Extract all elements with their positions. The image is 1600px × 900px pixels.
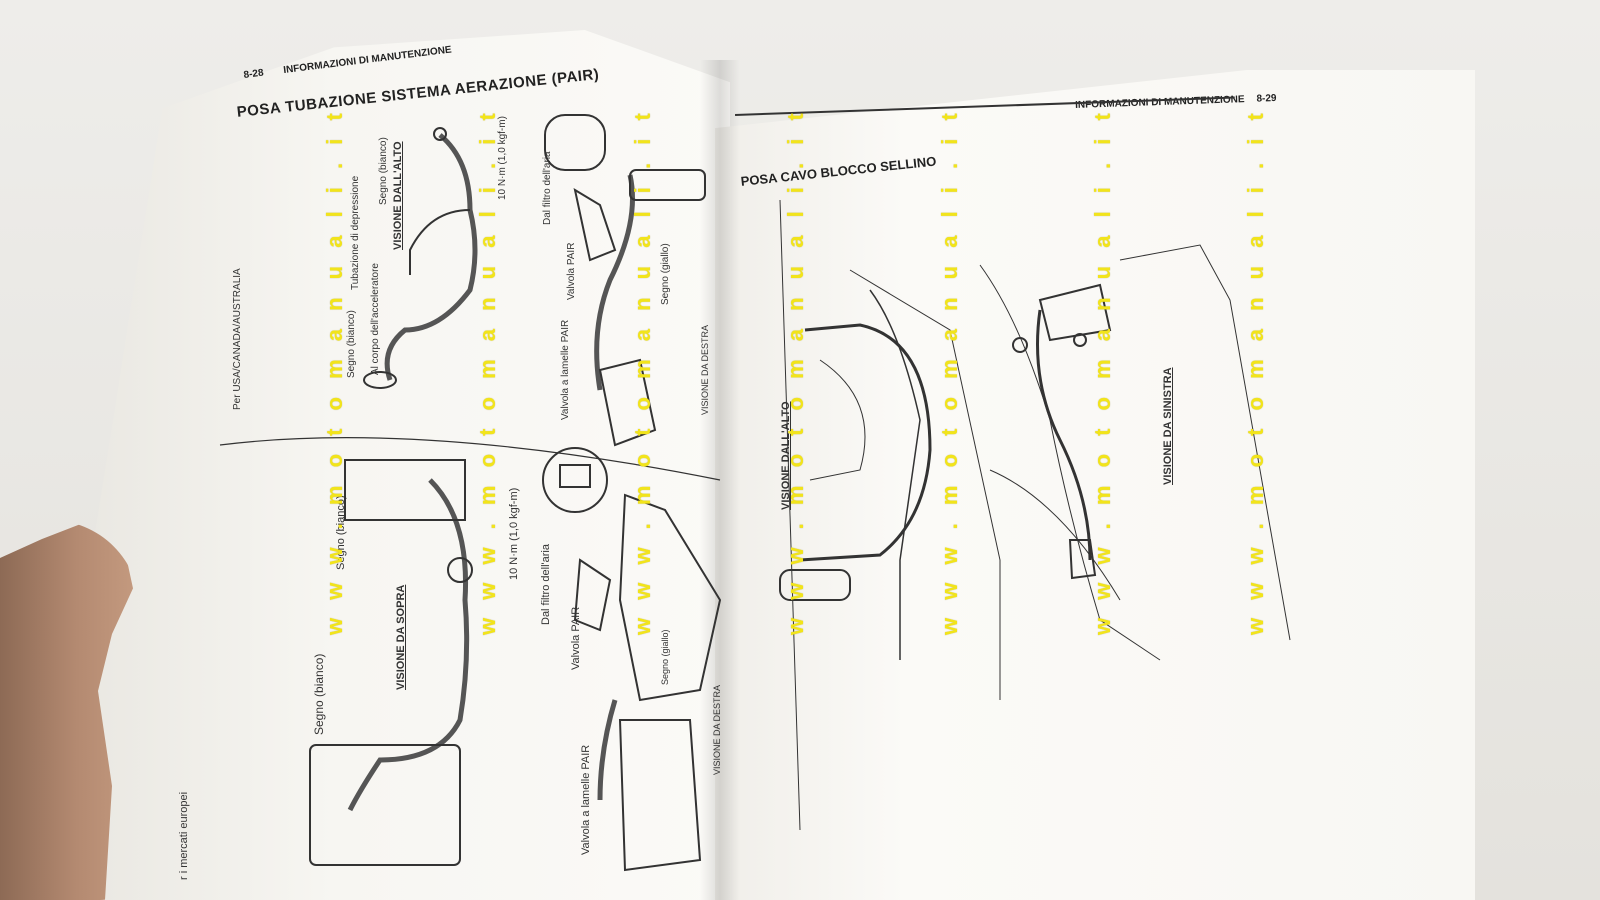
left-page xyxy=(70,30,730,900)
bottom-torque-label: 10 N·m (1,0 kgf-m) xyxy=(508,487,520,580)
top-mark-yellow-label: Segno (giallo) xyxy=(660,243,671,305)
bottom-mark-white-lower: Segno (bianco) xyxy=(312,653,326,735)
vacuum-tube-label: Tubazione di depressione xyxy=(350,175,361,290)
bottom-mark-yellow-label: Segno (giallo) xyxy=(660,629,670,685)
bottom-reed-valve-label: Valvola a lamelle PAIR xyxy=(580,744,592,855)
region-label: Per USA/CANADA/AUSTRALIA xyxy=(232,268,243,410)
top-mark-white-upper: Segno (bianco) xyxy=(378,137,389,205)
right-page xyxy=(715,70,1475,900)
bottom-view-label: VISIONE DA SOPRA xyxy=(395,584,407,690)
throttle-body-label: Al corpo dell'acceleratore xyxy=(370,263,381,375)
top-reed-valve-label: Valvola a lamelle PAIR xyxy=(560,319,571,420)
watermark-5: w w w . m o t o m a n u a l i . i t xyxy=(937,107,962,635)
bottom-pair-valve-label: Valvola PAIR xyxy=(570,606,582,670)
top-air-filter-label: Dal filtro dell'aria xyxy=(542,151,553,225)
right-page-number: 8-29 xyxy=(1256,92,1277,105)
watermark-2: w w w . m o t o m a n u a l i . i t xyxy=(475,107,500,635)
bottom-air-filter-label: Dal filtro dell'aria xyxy=(540,544,552,625)
watermark-4: w w w . m o t o m a n u a l i . i t xyxy=(783,107,808,635)
watermark-1: w w w . m o t o m a n u a l i . i t xyxy=(322,107,347,635)
watermark-7: w w w . m o t o m a n u a l i . i t xyxy=(1243,107,1268,635)
top-right-view-label: VISIONE DA DESTRA xyxy=(700,324,710,415)
watermark-3: w w w . m o t o m a n u a l i . i t xyxy=(630,107,655,635)
europe-label: r i mercati europei xyxy=(178,791,190,880)
bottom-right-view-label: VISIONE DA DESTRA xyxy=(712,684,722,775)
top-view-label: VISIONE DALL'ALTO xyxy=(392,141,404,250)
watermark-6: w w w . m o t o m a n u a l i . i t xyxy=(1090,107,1115,635)
seat-left-view-label: VISIONE DA SINISTRA xyxy=(1162,367,1174,485)
top-pair-valve-label: Valvola PAIR xyxy=(566,242,577,300)
